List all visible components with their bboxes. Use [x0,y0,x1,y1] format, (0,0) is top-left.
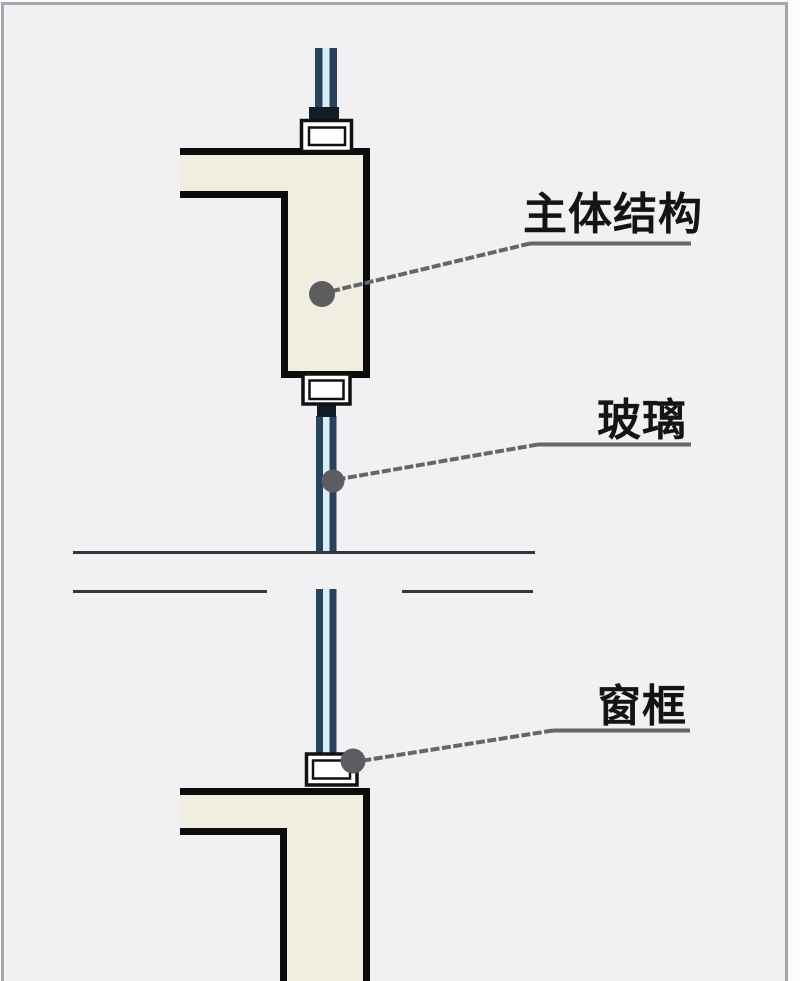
detail-drawing [73,48,691,981]
label-main-structure: 主体结构 [523,190,703,239]
main-structure-top-shape [180,148,370,378]
glass-segment-top [309,48,339,121]
glass-shoe [309,107,339,121]
glass-segment-bottom [316,589,337,755]
callout-dot-frame [340,748,366,774]
leader-line-structure [323,241,531,295]
leader-line-frame [353,728,554,764]
label-glass: 玻璃 [597,396,687,445]
glass-pane [315,48,323,111]
callout-leaders [323,241,691,764]
callout-dot-glass [321,469,345,493]
glass-pane [329,48,337,111]
glass-pane [329,589,337,755]
glass-pane [316,416,323,553]
glass-pane [316,589,323,755]
label-window-frame: 窗框 [597,682,687,731]
callout-dot-structure [309,281,335,307]
clamp-top [299,118,354,154]
main-structure-bottom-shape [180,788,370,981]
callout-dots [309,281,366,774]
leader-line-glass [333,442,539,482]
break-lines [73,551,535,593]
clamp-middle [301,372,352,406]
